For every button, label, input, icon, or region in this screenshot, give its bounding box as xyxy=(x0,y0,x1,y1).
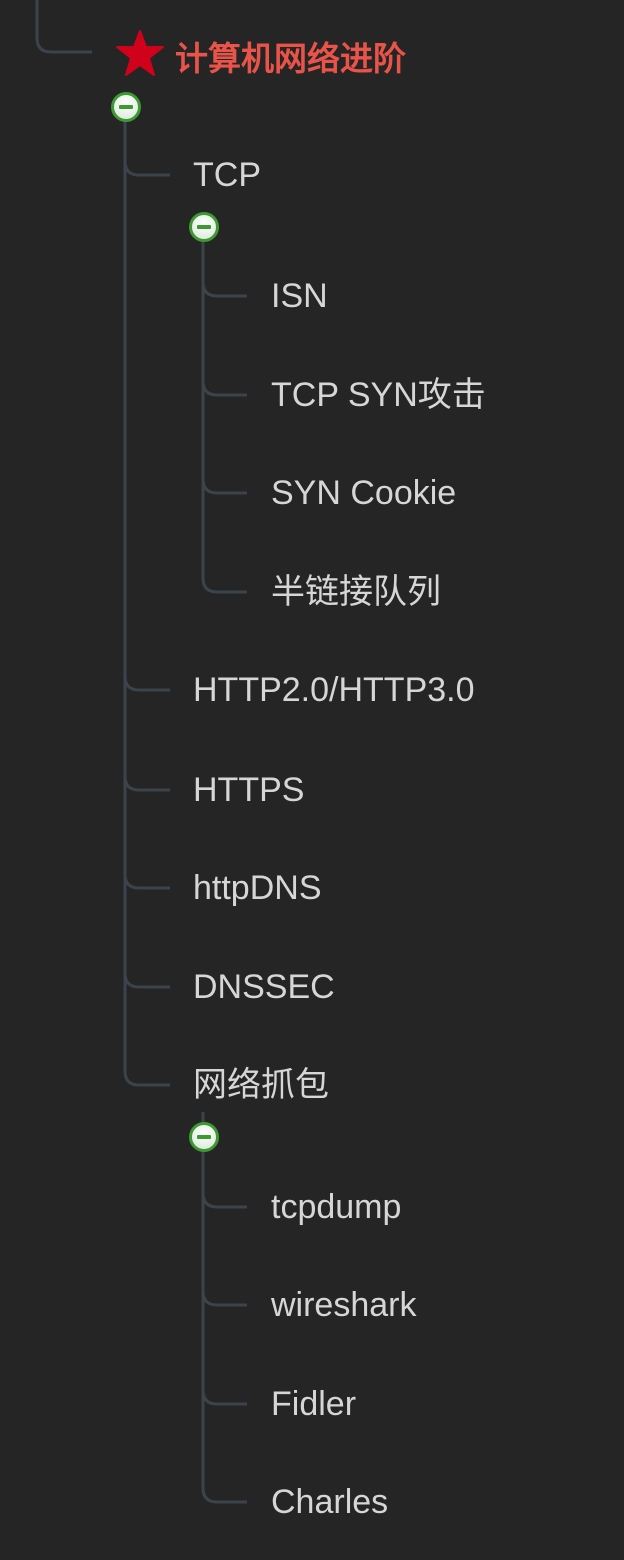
subtopic[interactable]: tcpdump xyxy=(271,1188,402,1226)
connector-level1 xyxy=(123,92,170,792)
topic-http2-http3[interactable]: HTTP2.0/HTTP3.0 xyxy=(193,671,475,709)
topic-dnssec[interactable]: DNSSEC xyxy=(193,968,335,1006)
collapse-toggle-packet-capture[interactable] xyxy=(189,1122,219,1152)
subtopic[interactable]: Fidler xyxy=(271,1385,357,1423)
connector-level1 xyxy=(123,92,170,1087)
topic-https[interactable]: HTTPS xyxy=(193,771,305,809)
topic-httpdns[interactable]: httpDNS xyxy=(193,869,322,907)
subtopic[interactable]: TCP SYN攻击 xyxy=(271,376,486,414)
connector-level1 xyxy=(123,92,170,692)
topic-tcp[interactable]: TCP xyxy=(193,156,261,194)
subtopic[interactable]: 半链接队列 xyxy=(271,573,441,611)
connector-packet-capture xyxy=(201,1112,247,1504)
connector-packet-capture xyxy=(201,1112,247,1406)
collapse-toggle-tcp[interactable] xyxy=(189,212,219,242)
root-topic[interactable]: 计算机网络进阶 xyxy=(175,39,406,78)
subtopic[interactable]: Charles xyxy=(271,1483,389,1521)
subtopic[interactable]: SYN Cookie xyxy=(271,474,457,512)
connector-level1 xyxy=(123,92,170,890)
connector-tcp xyxy=(201,212,247,594)
collapse-toggle-root[interactable] xyxy=(111,92,141,122)
subtopic[interactable]: ISN xyxy=(271,277,328,315)
topic-packet-capture[interactable]: 网络抓包 xyxy=(193,1066,329,1104)
subtopic[interactable]: wireshark xyxy=(271,1286,417,1324)
connector-level1 xyxy=(123,92,170,989)
connector-tcp xyxy=(201,212,247,495)
connector-root xyxy=(35,0,92,54)
star-icon xyxy=(116,30,164,76)
